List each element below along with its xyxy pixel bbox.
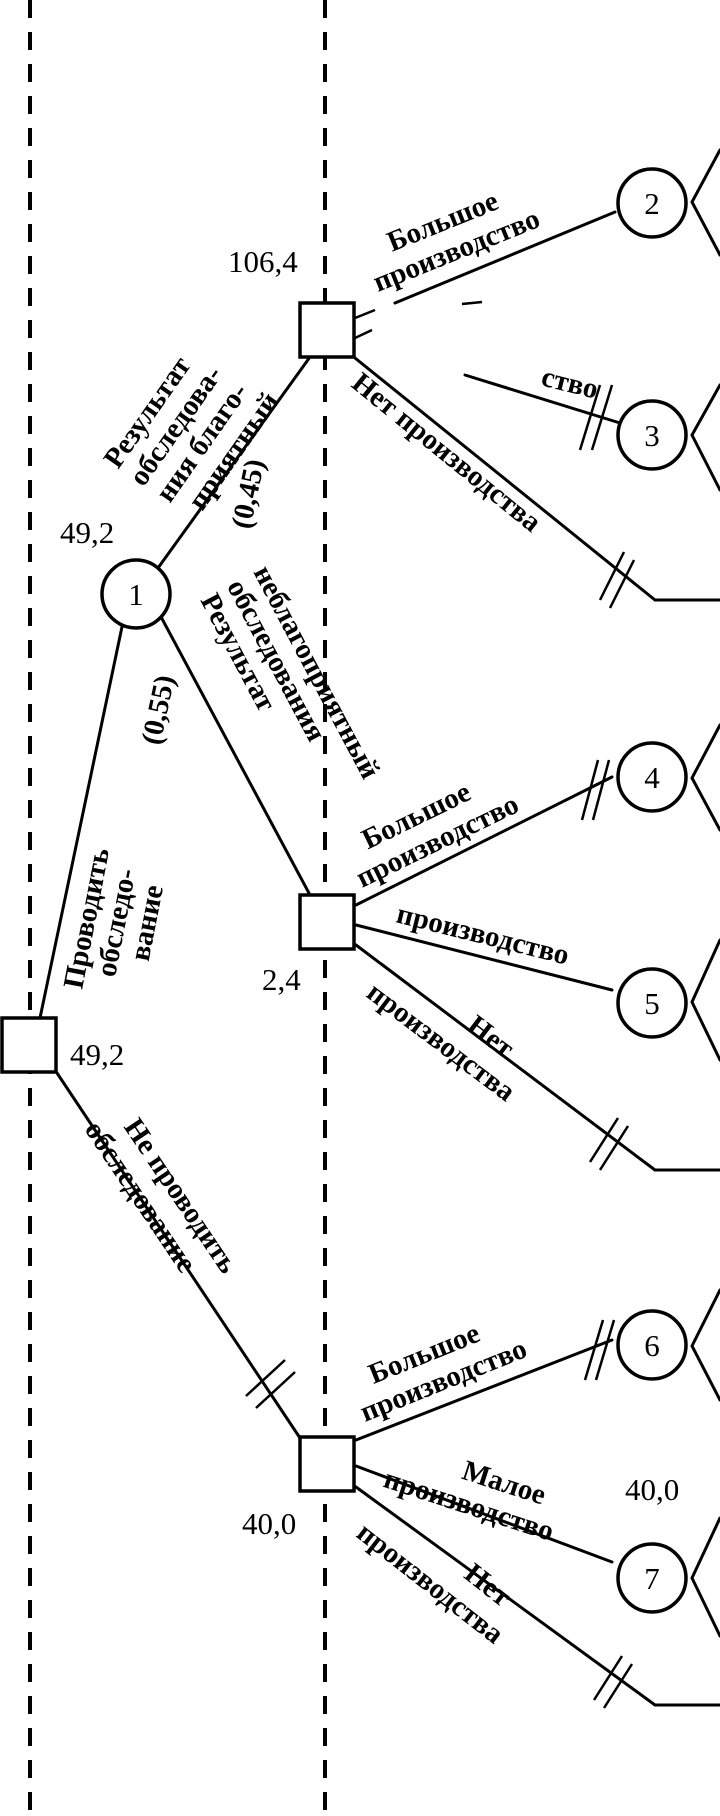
edge-no-survey (53, 1068, 302, 1440)
label-unfavorable-prob: (0,55) (136, 672, 182, 747)
chance-node-6: 6 (616, 1309, 688, 1381)
label-mid-none: Нет производства (361, 976, 522, 1108)
edge-conduct-survey (38, 620, 125, 1020)
stub-top-2 (354, 328, 373, 340)
edge-top-large (393, 210, 617, 305)
edge-top-none (353, 356, 657, 602)
edge-bot-small (354, 1464, 614, 1564)
value-chance-7: 40,0 (625, 1472, 679, 1507)
decision-node-mid (298, 893, 356, 951)
edge-bot-none (354, 1485, 657, 1707)
stub-top-3 (461, 300, 483, 306)
decision-node-bottom (298, 1435, 356, 1493)
value-chance-1: 49,2 (60, 515, 114, 550)
svg-text:2: 2 (644, 186, 660, 221)
value-decision-bottom: 40,0 (242, 1506, 296, 1541)
label-mid-small: производство (393, 898, 572, 972)
value-decision-top: 106,4 (228, 244, 298, 279)
edge-mid-large (354, 775, 614, 907)
svg-text:1: 1 (128, 577, 144, 612)
svg-text:3: 3 (644, 418, 660, 453)
value-root: 49,2 (70, 1037, 124, 1072)
chance-node-2: 2 (616, 167, 688, 239)
chance-outgoing-stubs (690, 148, 720, 1638)
edge-top-small (463, 373, 622, 425)
chance-node-4: 4 (616, 741, 688, 813)
edge-bot-large (354, 1338, 614, 1442)
svg-text:5: 5 (644, 986, 660, 1021)
edge-unfavorable (158, 613, 312, 897)
decision-node-root (0, 1016, 58, 1074)
edge-mid-small (354, 923, 614, 992)
label-conduct-survey: Проводить обследо- вание (57, 845, 170, 991)
chance-node-7: 7 (616, 1542, 688, 1614)
edge-favorable (156, 355, 312, 570)
label-unfavorable: Результат обследования неблагоприятный (194, 560, 386, 784)
svg-text:6: 6 (644, 1328, 660, 1363)
edge-mid-none (354, 943, 657, 1172)
svg-text:7: 7 (644, 1561, 660, 1596)
decision-node-top (298, 301, 356, 359)
label-bot-small: Малое производство (380, 1454, 558, 1547)
chance-node-5: 5 (616, 967, 688, 1039)
chance-node-1: 1 (100, 558, 172, 630)
label-no-survey: Не проводить обследование (78, 1113, 244, 1280)
label-top-small-partial: ство (538, 361, 601, 406)
stub-top-1 (354, 308, 376, 320)
chance-node-3: 3 (616, 399, 688, 471)
value-decision-mid: 2,4 (262, 962, 301, 997)
rejection-marks (245, 384, 636, 1709)
svg-text:4: 4 (644, 760, 660, 795)
